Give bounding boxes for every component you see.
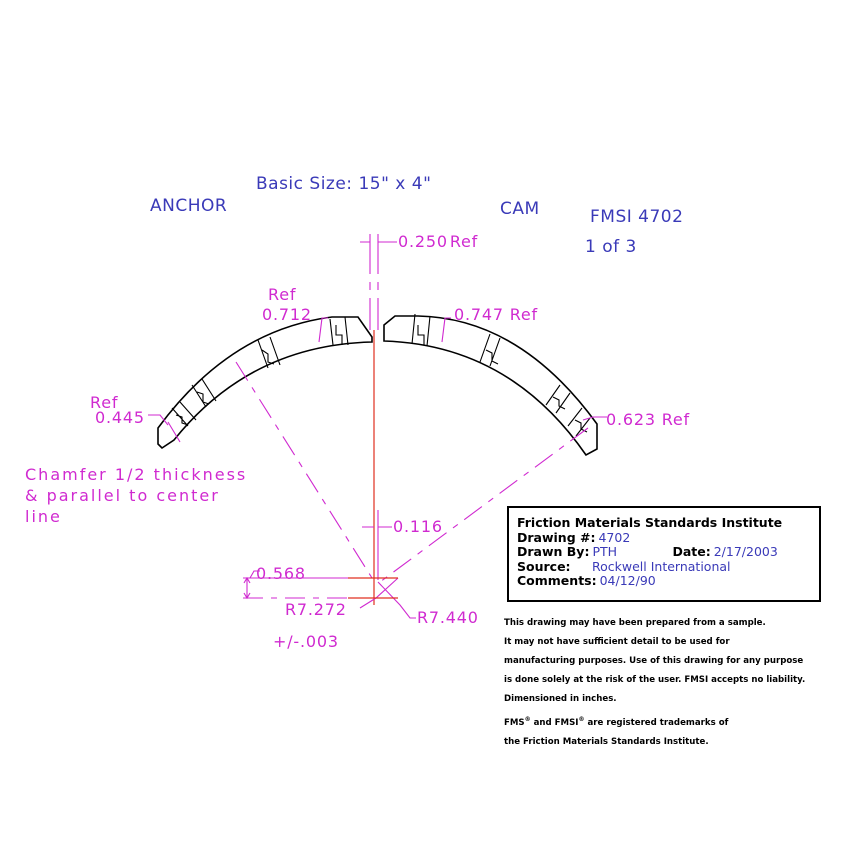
title-block-comments: Comments: 04/12/90 <box>517 573 811 589</box>
disclaimer-trademark-line: FMS® and FMSI® are registered trademarks… <box>504 715 834 728</box>
offset-dimension: 0.116 <box>393 517 443 536</box>
disclaimer-line: manufacturing purposes. Use of this draw… <box>504 655 804 666</box>
anchor-label: ANCHOR <box>150 196 228 216</box>
disclaimer-line: is done solely at the risk of the user. … <box>504 675 806 686</box>
outer-radius-dimension: R7.440 <box>417 608 479 627</box>
title-block-source: Source: Rockwell International <box>517 558 811 575</box>
left-rivet-marks <box>171 316 349 427</box>
center-marks <box>348 577 398 599</box>
fms-mark: FMS <box>504 717 525 728</box>
left-end-dimension: 0.445 <box>95 408 145 427</box>
right-brake-shoe <box>383 315 598 457</box>
tolerance-label: +/-.003 <box>273 632 339 651</box>
source-label: Source: <box>517 558 571 574</box>
gap-value: 0.250 <box>398 232 448 251</box>
comments-value: 04/12/90 <box>599 573 656 588</box>
title-block-drawn-by: Drawn By: PTH Date: 2/17/2003 <box>517 544 811 560</box>
inner-radius-dimension: R7.272 <box>285 600 347 619</box>
disclaimer-line: This drawing may have been prepared from… <box>504 617 766 628</box>
drawing-value: 4702 <box>598 529 631 545</box>
drawing-label: Drawing #: <box>517 529 596 545</box>
trademark-text: are registered trademarks of <box>584 717 729 728</box>
date-label: Date: <box>672 544 711 559</box>
right-top-dimension: 0.747 Ref <box>454 305 538 324</box>
source-value: Rockwell International <box>592 558 731 574</box>
drawn-by-value: PTH <box>592 544 618 559</box>
sheet-number: 1 of 3 <box>585 237 637 257</box>
disclaimer-line: It may not have sufficient detail to be … <box>504 636 730 647</box>
left-end-ref: Ref <box>90 393 119 412</box>
center-offset-dimension: 0.568 <box>256 564 306 583</box>
left-brake-shoe <box>157 316 373 450</box>
date-value: 2/17/2003 <box>713 544 778 559</box>
disclaimer-line: the Friction Materials Standards Institu… <box>504 736 709 747</box>
title-block-organization: Friction Materials Standards Institute <box>517 515 783 530</box>
basic-size-label: Basic Size: 15" x 4" <box>256 174 432 194</box>
chamfer-note: Chamfer 1/2 thickness & parallel to cent… <box>25 464 247 527</box>
right-rivet-marks <box>411 313 591 437</box>
left-top-ref: Ref <box>268 285 297 304</box>
comments-label: Comments: <box>517 573 597 588</box>
right-end-dimension: 0.623 Ref <box>606 410 690 429</box>
drawn-by-label: Drawn By: <box>517 544 590 559</box>
gap-ref: Ref <box>449 232 479 251</box>
title-block-drawing: Drawing #: 4702 <box>517 529 811 546</box>
chamfer-note-line1: Chamfer 1/2 thickness <box>25 465 248 484</box>
chamfer-note-line2: & parallel to center <box>25 486 220 505</box>
disclaimer-line: Dimensioned in inches. <box>504 694 617 705</box>
cam-label: CAM <box>500 199 540 219</box>
left-top-dimension: 0.712 <box>262 305 312 324</box>
fmsi-number: FMSI 4702 <box>590 207 684 227</box>
chamfer-note-line3: line <box>25 507 62 526</box>
title-block: Friction Materials Standards Institute D… <box>507 506 821 602</box>
registered-icon: ® <box>578 715 585 723</box>
fmsi-mark: and FMSI <box>530 717 579 728</box>
disclaimer: This drawing may have been prepared from… <box>504 609 834 757</box>
registered-icon: ® <box>524 715 531 723</box>
